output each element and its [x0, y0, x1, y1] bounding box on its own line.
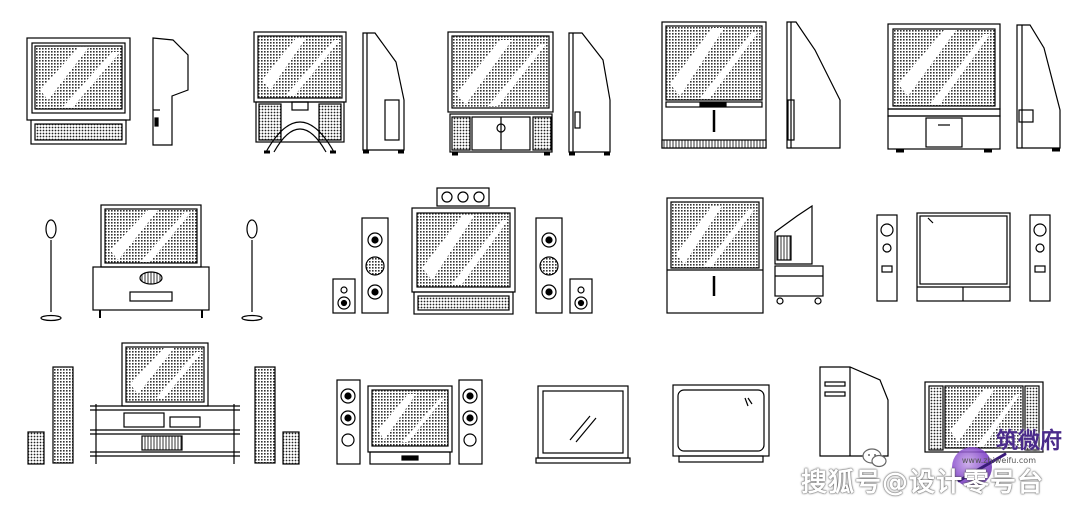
flat-monitor-1	[535, 385, 631, 464]
tv-set-tall-speakers	[876, 212, 1051, 302]
watermark-brand: 筑微府	[995, 429, 1062, 454]
tv-set-two-speakers	[336, 379, 483, 465]
tv-side-5	[1016, 24, 1061, 152]
tv-front-4	[661, 21, 767, 149]
projection-tv-front-side	[666, 197, 824, 314]
tv-front-1	[26, 37, 131, 145]
crt-monitor-2	[672, 384, 770, 463]
tv-front-3	[447, 31, 554, 156]
tv-front-5	[887, 23, 1001, 153]
tv-side-2	[362, 32, 405, 154]
pc-tower-and-tv	[819, 366, 1044, 457]
tv-side-4	[786, 21, 841, 149]
tv-set-stand-speakers	[40, 204, 263, 322]
tv-side-1	[152, 37, 189, 146]
tv-side-3	[568, 32, 611, 156]
watermark-url: www.zhiweifu.com	[961, 456, 1036, 465]
tv-set-shelf-speakers	[27, 342, 300, 465]
tv-front-2	[253, 31, 347, 154]
wechat-icon	[862, 448, 887, 468]
watermark-source-text: 搜狐号@设计零号台	[800, 468, 1044, 498]
tv-set-surround-speakers	[332, 187, 593, 315]
